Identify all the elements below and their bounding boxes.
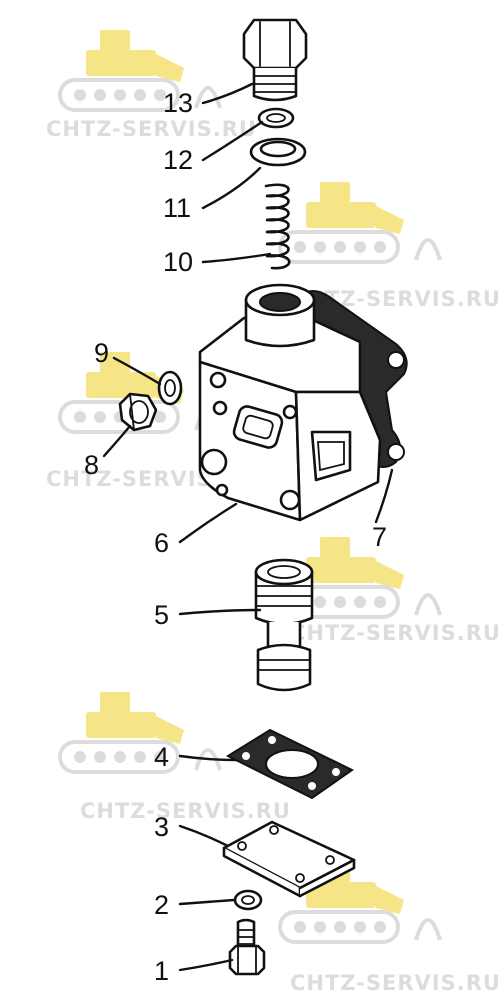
- leader-line: [178, 958, 234, 972]
- leader-line: [178, 898, 236, 906]
- watermark-layer: CHTZ-SERVIS.RU CHTZ-SERVIS.RU CHTZ-SERVI…: [46, 28, 500, 995]
- leader-line: [178, 824, 230, 848]
- leader-lines: [102, 82, 394, 972]
- leader-line: [374, 468, 394, 524]
- leader-line: [178, 608, 262, 616]
- callout-4: 4: [154, 742, 169, 772]
- callout-3: 3: [154, 812, 169, 842]
- callout-8: 8: [84, 450, 99, 480]
- washer: [233, 889, 263, 911]
- leader-line: [178, 754, 238, 762]
- callout-7: 7: [372, 522, 387, 552]
- callout-9: 9: [94, 338, 109, 368]
- leader-line: [201, 166, 262, 210]
- watermark-logo: [278, 180, 442, 264]
- callout-12: 12: [163, 145, 193, 175]
- callout-labels: 13 12 11 10 9 8 6 7 5 4 3 2 1: [84, 88, 387, 986]
- seal-washer: [257, 107, 295, 129]
- plug: [242, 18, 308, 102]
- ring: [249, 137, 307, 167]
- leader-line: [201, 252, 272, 264]
- watermark-text: CHTZ-SERVIS.RU: [80, 799, 291, 823]
- spool: [254, 558, 314, 692]
- nut: [118, 392, 158, 432]
- watermark-logo: [58, 28, 222, 112]
- leader-line: [102, 424, 132, 458]
- callout-5: 5: [154, 600, 169, 630]
- leader-line: [201, 82, 254, 105]
- leader-line: [201, 120, 264, 162]
- cover-plate: [222, 820, 356, 898]
- leader-line: [178, 502, 238, 544]
- callout-1: 1: [154, 956, 169, 986]
- leader-line: [112, 356, 162, 386]
- callout-13: 13: [163, 88, 193, 118]
- spring: [264, 183, 291, 270]
- callout-11: 11: [163, 193, 191, 223]
- valve-body: [198, 283, 382, 522]
- lock-washer: [157, 370, 183, 406]
- callout-2: 2: [154, 890, 169, 920]
- gasket: [225, 728, 354, 800]
- watermark-text: CHTZ-SERVIS.RU: [290, 621, 500, 645]
- bolt: [228, 918, 266, 976]
- callout-10: 10: [163, 247, 193, 277]
- watermark-logo: [58, 690, 222, 774]
- watermark-text: CHTZ-SERVIS.RU: [290, 971, 500, 995]
- callout-6: 6: [154, 528, 169, 558]
- watermark-text: CHTZ-SERVIS.RU: [46, 117, 257, 141]
